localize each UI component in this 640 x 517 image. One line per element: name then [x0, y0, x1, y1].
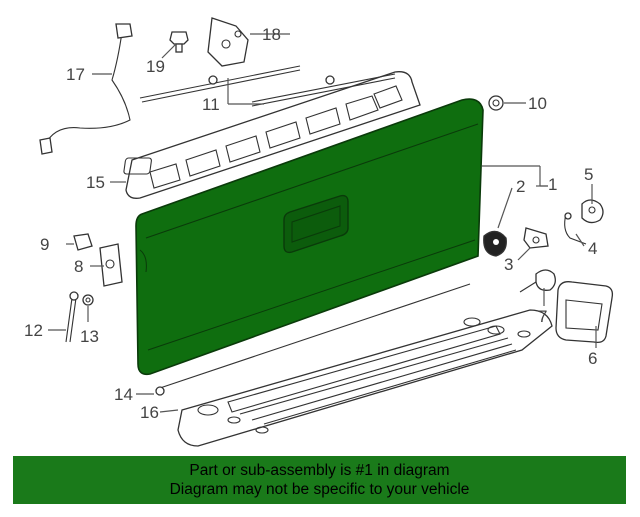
- callout-6: 6: [588, 349, 597, 368]
- callout-18: 18: [262, 25, 281, 44]
- part-3-bracket[interactable]: [523, 227, 549, 249]
- callout-8: 8: [74, 257, 83, 276]
- callout-7: 7: [538, 307, 547, 326]
- part-18-hinge[interactable]: [207, 17, 249, 67]
- callout-19: 19: [146, 57, 165, 76]
- part-11-rods[interactable]: [139, 65, 396, 107]
- part-8-pivot[interactable]: [99, 243, 123, 287]
- part-13-washer[interactable]: [82, 294, 94, 306]
- part-5-clip[interactable]: [581, 199, 604, 224]
- banner-line-2: Diagram may not be specific to your vehi…: [169, 481, 470, 498]
- part-14-bolt[interactable]: [155, 386, 165, 396]
- callout-4: 4: [588, 239, 597, 258]
- callout-2: 2: [516, 177, 525, 196]
- part-17-wire-harness[interactable]: [39, 23, 133, 155]
- callout-11: 11: [202, 95, 220, 114]
- callout-9: 9: [40, 235, 49, 254]
- part-2-latch[interactable]: [483, 230, 507, 257]
- part-16-bed-panel[interactable]: [177, 309, 553, 447]
- callout-3: 3: [504, 255, 513, 274]
- leader-lines: [48, 33, 597, 413]
- callout-5: 5: [584, 165, 593, 184]
- callout-17: 17: [66, 65, 85, 84]
- part-6-handle[interactable]: [555, 281, 614, 344]
- part-12-cable[interactable]: [65, 291, 79, 343]
- part-9-cover[interactable]: [73, 233, 93, 251]
- part-10-bumper[interactable]: [488, 95, 504, 111]
- callout-15: 15: [86, 173, 105, 192]
- callout-1: 1: [548, 175, 557, 194]
- part-7-lock[interactable]: [519, 269, 556, 293]
- callout-13: 13: [80, 327, 99, 346]
- banner-line-1: Part or sub-assembly is #1 in diagram: [189, 462, 450, 479]
- info-banner: Part or sub-assembly is #1 in diagram Di…: [13, 456, 626, 504]
- callout-12: 12: [24, 321, 43, 340]
- part-15-trim-panel[interactable]: [123, 71, 421, 199]
- callout-16: 16: [140, 403, 159, 422]
- part-19-bolt[interactable]: [169, 31, 189, 53]
- part-4-strap[interactable]: [564, 212, 587, 245]
- callout-14: 14: [114, 385, 133, 404]
- part-1-tailgate[interactable]: [135, 98, 484, 376]
- callout-10: 10: [528, 94, 547, 113]
- support-rod: [159, 283, 471, 389]
